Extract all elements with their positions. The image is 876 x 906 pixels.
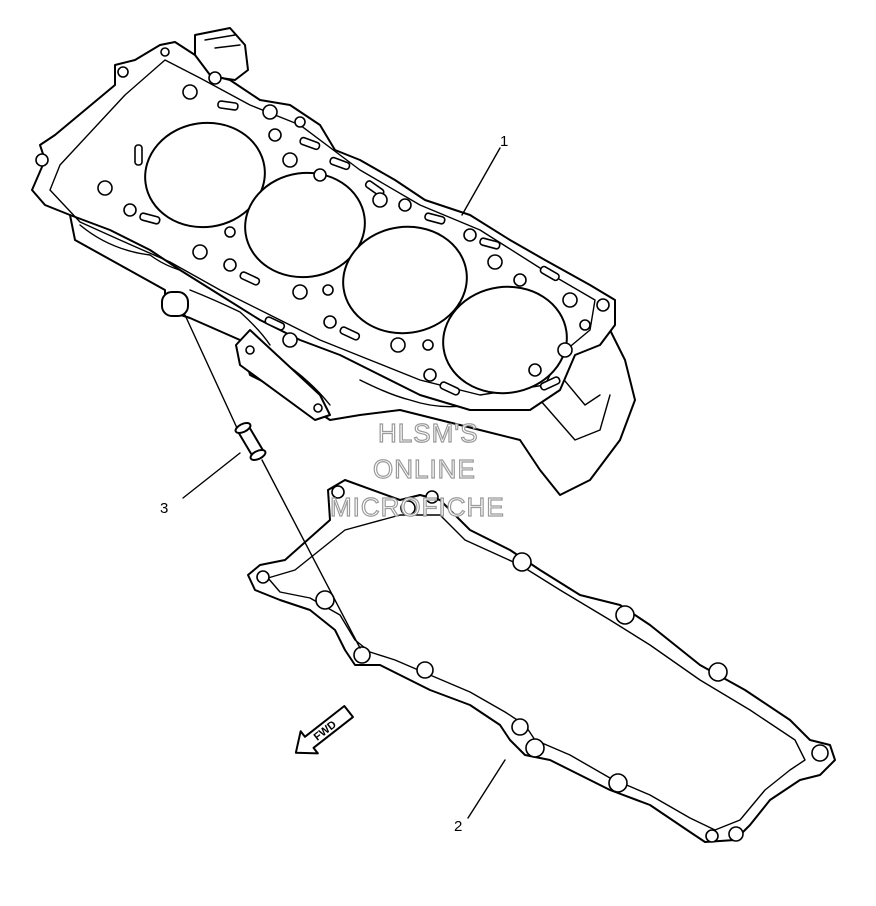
watermark-line-1: HLSM'S bbox=[378, 418, 479, 448]
leader-line-2 bbox=[467, 759, 506, 819]
cylinder-block-deck-inner bbox=[49, 59, 596, 396]
cylinder-block-sensor-edge bbox=[204, 34, 241, 49]
cylinder-block-rib bbox=[189, 289, 271, 346]
base-gasket-holes bbox=[256, 485, 829, 843]
cylinder-block[interactable] bbox=[31, 27, 636, 496]
cylinder-block-tab bbox=[235, 329, 331, 421]
cylinder-bore-1 bbox=[144, 121, 266, 229]
cylinder-block-tab-hole bbox=[313, 403, 323, 413]
coolant-slots bbox=[134, 100, 561, 396]
leader-line-1 bbox=[461, 147, 501, 216]
watermark: HLSM'S ONLINE MICROFICHE bbox=[329, 417, 505, 522]
base-gasket-inner bbox=[267, 514, 806, 831]
base-gasket-outline bbox=[247, 479, 836, 843]
dowel-pin-top bbox=[234, 422, 252, 434]
cylinder-bore-2 bbox=[244, 171, 366, 279]
cylinder-block-rib bbox=[539, 394, 611, 441]
cylinder-block-boss bbox=[161, 291, 189, 317]
forward-arrow-icon: FWD bbox=[294, 705, 354, 755]
watermark-line-2: ONLINE bbox=[373, 454, 476, 484]
alignment-line bbox=[184, 314, 238, 429]
dowel-pin[interactable] bbox=[234, 421, 267, 462]
deck-bolt-holes bbox=[35, 47, 610, 382]
callout-1[interactable]: 1 bbox=[500, 133, 508, 150]
cylinder-block-rib bbox=[559, 374, 601, 406]
cylinder-block-tab-hole bbox=[245, 345, 255, 355]
alignment-line bbox=[261, 459, 361, 649]
leader-line-3 bbox=[182, 452, 241, 499]
watermark-line-3: MICROFICHE bbox=[330, 492, 505, 522]
callout-2[interactable]: 2 bbox=[454, 818, 462, 835]
cylinder-bore-3 bbox=[342, 225, 468, 335]
cylinder-block-rib bbox=[359, 379, 471, 408]
base-gasket[interactable] bbox=[247, 479, 836, 843]
dowel-pin-bottom bbox=[249, 449, 267, 461]
callout-3[interactable]: 3 bbox=[160, 500, 168, 517]
